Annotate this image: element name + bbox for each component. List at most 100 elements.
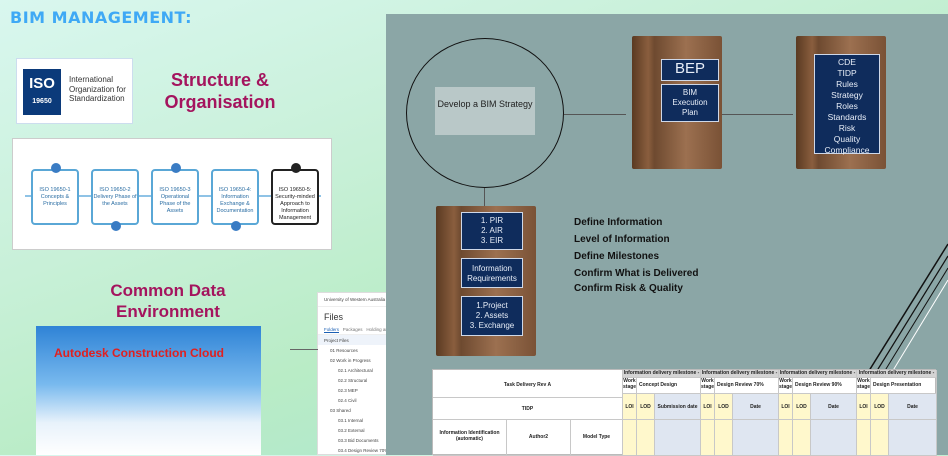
iso-step-2: ISO 19650-2 Delivery Phase of the Assets — [91, 169, 139, 225]
table-cell[interactable] — [779, 420, 793, 456]
table-cell[interactable] — [655, 420, 701, 456]
define-item: Confirm What is Delivered — [574, 268, 699, 279]
cde-list-item: Rules — [836, 79, 858, 90]
folder-item[interactable]: 03.4 Design Review 70% — [338, 447, 389, 453]
folder-item[interactable]: 02.4 Civil — [338, 397, 357, 403]
col-lod: LOD — [793, 394, 811, 420]
table-cell[interactable] — [637, 420, 655, 456]
strategy-circle — [406, 38, 564, 188]
bep-line: Plan — [681, 108, 698, 117]
stage-name: Design Presentation — [871, 378, 937, 394]
table-cell[interactable] — [889, 420, 937, 456]
cde-list-item: TIDP — [837, 68, 857, 79]
folder-item[interactable]: 03.3 Bid Documents — [338, 437, 379, 443]
files-tabs: Folders Packages Holding area — [318, 325, 426, 335]
col-date: Submission date — [655, 394, 701, 420]
milestone-header: Information delivery milestone - — [857, 370, 937, 378]
requirements-middle: Information Requirements — [461, 258, 523, 288]
table-title: Task Delivery Rev A — [433, 370, 623, 398]
bep-description: BIM Execution Plan — [661, 84, 719, 122]
col-loi: LOI — [623, 394, 637, 420]
define-item: Define Milestones — [574, 251, 660, 262]
folder-item[interactable]: 02.3 MEP — [338, 387, 358, 393]
connector-line — [290, 349, 318, 350]
cde-list-item: Strategy — [831, 90, 863, 101]
work-stage-label: Work stage: — [701, 378, 715, 394]
step-marker — [171, 163, 181, 173]
tab-folders[interactable]: Folders — [324, 327, 340, 333]
header-info-id: Information Identification (automatic) — [433, 420, 507, 456]
milestone-header: Information delivery milestone - — [779, 370, 857, 378]
table-cell[interactable] — [793, 420, 811, 456]
table-cell[interactable] — [733, 420, 779, 456]
iso-org-line: International — [69, 75, 114, 84]
define-item: Level of Information — [574, 234, 670, 245]
table-cell[interactable] — [715, 420, 733, 456]
files-heading: Files — [324, 312, 344, 322]
work-stage-label: Work stage: — [623, 378, 637, 394]
iso-step-5: ISO 19650-5: Security-minded Approach to… — [271, 169, 319, 225]
requirement-item: Information — [471, 264, 513, 273]
col-date: Date — [889, 394, 937, 420]
cde-list-item: CDE — [838, 57, 856, 67]
folder-item[interactable]: 03 Shared — [330, 407, 351, 413]
folder-item[interactable]: Project Files — [318, 335, 426, 345]
col-date: Date — [733, 394, 779, 420]
bep-line: BIM — [682, 88, 698, 97]
table-cell[interactable] — [871, 420, 889, 456]
table-cell[interactable] — [811, 420, 857, 456]
iso-logo-card: ISO 19650 International Organization for… — [16, 58, 133, 124]
folder-item[interactable]: 02 Work in Progress — [330, 357, 371, 363]
bep-title: BEP — [661, 59, 719, 81]
col-loi: LOI — [701, 394, 715, 420]
requirement-item: 3. Exchange — [469, 321, 515, 330]
iso-logo: ISO 19650 — [23, 69, 61, 115]
folder-item[interactable]: 02.2 Structural — [338, 377, 368, 383]
work-stage-label: Work stage: — [857, 378, 871, 394]
requirement-item: 2. Assets — [475, 311, 509, 320]
milestone-header: Information delivery milestone - — [623, 370, 701, 378]
col-lod: LOD — [871, 394, 889, 420]
step-marker — [231, 221, 241, 231]
stage-name: Design Review 90% — [793, 378, 857, 394]
bep-line: Execution — [672, 98, 708, 107]
header-model-type: Model Type — [571, 420, 623, 456]
table-cell[interactable] — [857, 420, 871, 456]
define-item: Confirm Risk & Quality — [574, 283, 683, 294]
structure-label: Structure & Organisation — [164, 70, 276, 112]
folder-item[interactable]: 03.1 Internal — [338, 417, 364, 423]
work-stage-label: Work stage: — [779, 378, 793, 394]
cde-label: Common Data Environment — [110, 281, 226, 322]
table-cell[interactable] — [701, 420, 715, 456]
col-loi: LOI — [779, 394, 793, 420]
arrow-to-bep — [564, 114, 626, 115]
tidp-table: Task Delivery Rev A TIDP Information Ide… — [432, 369, 937, 456]
acc-sky-image: Autodesk Construction Cloud — [36, 326, 261, 455]
iso-step-4: ISO 19650-4: Information Exchange & Docu… — [211, 169, 259, 225]
arrow-down — [484, 188, 485, 210]
stage-name: Concept Design — [637, 378, 701, 394]
requirements-bottom: 1.Project 2. Assets 3. Exchange — [461, 296, 523, 336]
requirement-item: 1.Project — [476, 301, 508, 310]
requirement-item: 1. PIR — [480, 216, 504, 225]
iso-org-name: International Organization for Standardi… — [69, 75, 131, 104]
iso-logo-number: 19650 — [32, 98, 52, 105]
arrow-to-cde — [721, 114, 793, 115]
folder-item[interactable]: 01 Resources — [330, 347, 358, 353]
col-lod: LOD — [715, 394, 733, 420]
milestone-header: Information delivery milestone - — [701, 370, 779, 378]
cde-list-item: Risk — [838, 123, 856, 134]
cde-list-item: Quality — [833, 134, 861, 145]
table-cell[interactable] — [623, 420, 637, 456]
folder-item[interactable]: 02.1 Architectural — [338, 367, 373, 373]
iso-step-3: ISO 19650-3 Operational Phase of the Ass… — [151, 169, 199, 225]
acc-label: Autodesk Construction Cloud — [54, 346, 224, 360]
iso-logo-text: ISO — [29, 75, 55, 92]
define-item: Define Information — [574, 217, 663, 228]
tab-holding-area[interactable]: Holding area — [366, 327, 392, 332]
stage-name: Design Review 70% — [715, 378, 779, 394]
iso-org-line: Standardization — [69, 94, 125, 104]
cde-list-item: Roles — [836, 101, 858, 112]
tab-packages[interactable]: Packages — [342, 327, 363, 332]
folder-item[interactable]: 03.2 External — [338, 427, 365, 433]
